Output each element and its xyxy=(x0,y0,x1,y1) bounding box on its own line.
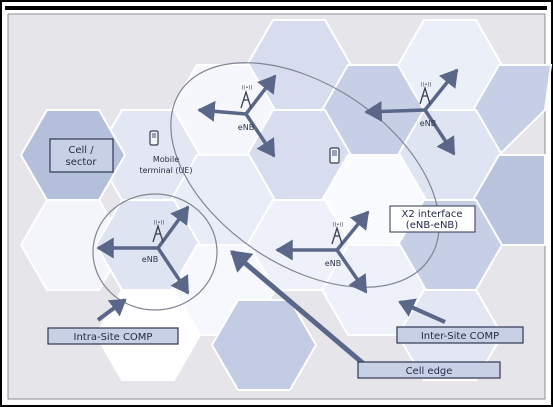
enb-label: eNB xyxy=(420,119,436,128)
enb-label: eNB xyxy=(238,123,254,132)
antenna-icon xyxy=(331,225,343,245)
sector-arrow xyxy=(335,249,368,294)
top-rule xyxy=(5,6,547,10)
signal-icon: ((•)) xyxy=(421,82,432,88)
sector-arrow xyxy=(197,100,247,122)
cell-edge-label: Cell edge xyxy=(406,366,453,377)
cell-edge-pointer xyxy=(230,250,367,367)
cell-sector-line2: sector xyxy=(65,157,97,168)
cell-edge-box xyxy=(357,361,501,379)
signal-icon: ((•)) xyxy=(154,220,165,226)
hex-cell xyxy=(471,154,546,246)
inter-site-comp-ellipse xyxy=(170,62,440,288)
mobile-label-line1: Mobile xyxy=(153,155,179,164)
x2-label-line1: X2 interface xyxy=(402,209,463,220)
enb-site-2: ((•)) eNB xyxy=(364,68,459,156)
x2-interface-box xyxy=(389,205,476,233)
cell-sector-box xyxy=(49,138,114,173)
enb-label: eNB xyxy=(325,259,341,268)
sector-arrow xyxy=(423,109,456,156)
intra-site-comp-label: Intra-Site COMP xyxy=(74,332,153,343)
antenna-icon xyxy=(240,89,252,109)
inter-site-comp-label: Inter-Site COMP xyxy=(421,331,499,342)
antenna-icon xyxy=(419,85,431,105)
enb-site-4: ((•)) eNB xyxy=(96,205,190,295)
intra-site-pointer xyxy=(96,298,127,322)
enb-label: eNB xyxy=(142,255,158,264)
sector-arrow xyxy=(364,100,426,122)
enb-site-1: ((•)) eNB xyxy=(197,74,277,158)
sector-arrow xyxy=(244,113,276,158)
antenna-icon xyxy=(152,223,164,243)
hex-cell xyxy=(471,64,553,157)
mobile-terminal-icon xyxy=(149,130,159,146)
cell-sector-line1: Cell / xyxy=(68,145,94,156)
signal-icon: ((•)) xyxy=(333,222,344,228)
inter-site-comp-box xyxy=(396,326,524,344)
sector-arrow xyxy=(156,247,190,295)
intra-site-comp-box xyxy=(47,327,179,345)
inter-site-pointer xyxy=(398,298,446,324)
mobile-terminal-icon xyxy=(329,147,340,164)
x2-label-line2: (eNB-eNB) xyxy=(406,220,458,231)
signal-icon: ((•)) xyxy=(242,85,253,91)
hex-cell xyxy=(19,199,127,291)
mobile-label-line2: terminal (UE) xyxy=(139,166,192,175)
intra-site-comp-ellipse xyxy=(92,193,218,311)
enb-site-3: ((•)) eNB xyxy=(275,210,370,294)
